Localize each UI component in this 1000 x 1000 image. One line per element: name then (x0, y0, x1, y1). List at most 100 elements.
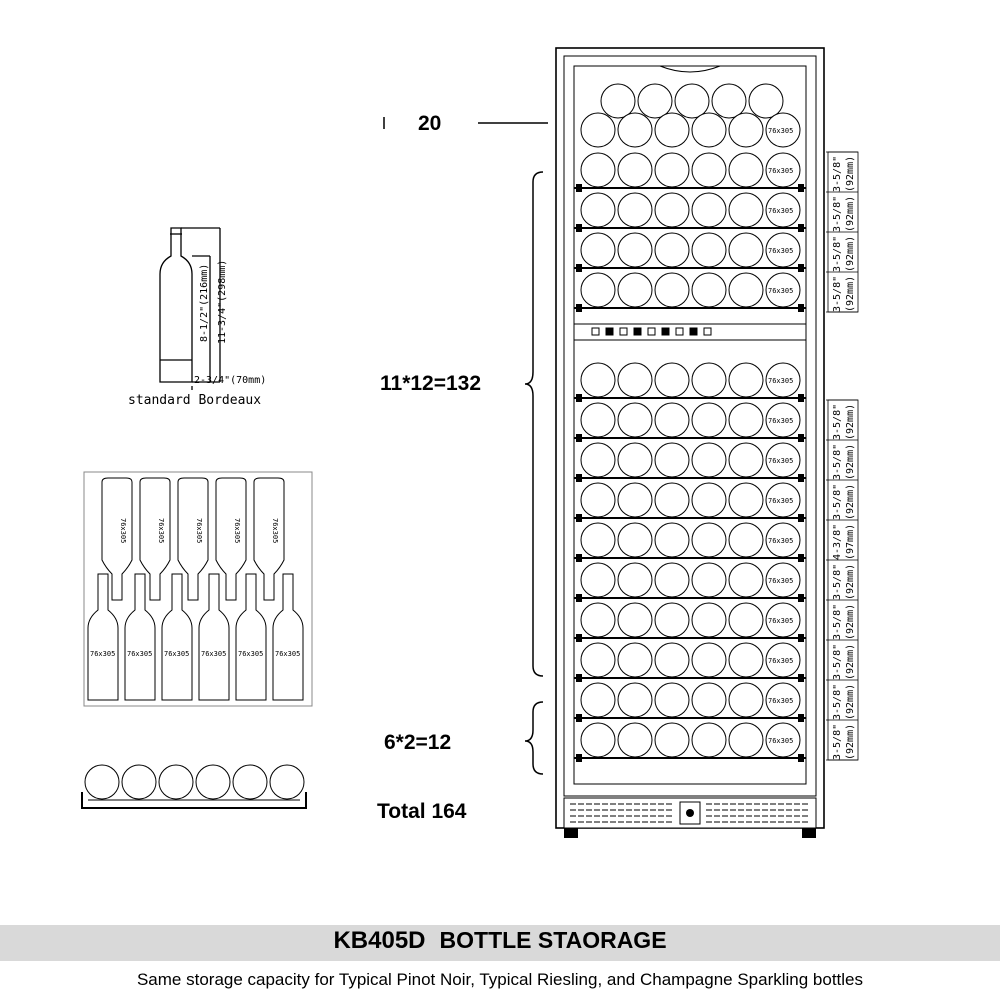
footer-band (0, 925, 1000, 961)
shelf-tag: 76x305 (233, 518, 241, 543)
shelf-row-1: 76x305 (580, 152, 801, 188)
bottle-end (654, 192, 690, 228)
bottle-end (691, 442, 727, 478)
shelf-clip-left (576, 184, 582, 192)
bottle-end (728, 112, 764, 148)
bottle-end (617, 602, 653, 638)
shelf-tag: 76x305 (90, 650, 115, 658)
spacing-frame (827, 151, 859, 313)
top-light (659, 65, 721, 73)
bottle-end (691, 682, 727, 718)
shelf-tag: 76x305 (768, 657, 793, 665)
shelf-tray (81, 792, 307, 809)
shelf-row-6: 76x305 (580, 402, 801, 438)
bottle-end (728, 192, 764, 228)
bottle-end (654, 442, 690, 478)
spacing-inch: 3-5/8" (832, 276, 843, 312)
bottle-end (580, 482, 616, 518)
bottle-end (691, 482, 727, 518)
shelf-tag: 76x305 (768, 287, 793, 295)
top-count-label: 20 (418, 112, 442, 135)
shelf-tag: 76x305 (271, 518, 279, 543)
shelf-clip-left (576, 754, 582, 762)
shelf-row-9: 76x305 (580, 522, 801, 558)
spacing-inch: 3-5/8" (832, 236, 843, 272)
shelf-tag: 76x305 (195, 518, 203, 543)
bottle-end (691, 362, 727, 398)
lower-bottle: 76x305 (198, 573, 230, 701)
bottle-end (580, 562, 616, 598)
bottle-end (728, 442, 764, 478)
spacing-mm: (92mm) (845, 444, 856, 480)
bottle-end (691, 232, 727, 268)
bottle-end (728, 402, 764, 438)
spacing-mm: (92mm) (845, 724, 856, 760)
shelf-row-7: 76x305 (580, 442, 801, 478)
bottle-end (580, 272, 616, 308)
shelf-tag: 76x305 (768, 737, 793, 745)
control-button-icon (647, 327, 656, 336)
shelf-tag: 76x305 (768, 497, 793, 505)
shelf-row-5: 76x305 (580, 362, 801, 398)
bottle-end (617, 192, 653, 228)
middle-brace (524, 171, 544, 677)
bottle-end (617, 442, 653, 478)
shelf-clip-right (798, 184, 804, 192)
bottle-outline (139, 477, 171, 601)
spacing-mm: (92mm) (845, 484, 856, 520)
shelf-tag: 76x305 (768, 537, 793, 545)
shelf-row-4: 76x305 (580, 272, 801, 308)
bottle-width: 2-3/4"(70mm) (194, 375, 266, 386)
bottle-end (691, 192, 727, 228)
bottle-end (158, 764, 194, 800)
spacing-inch: 3-5/8" (832, 604, 843, 640)
shelf-row-3: 76x305 (580, 232, 801, 268)
shelf-tag: 76x305 (768, 457, 793, 465)
shelf-tag: 76x305 (127, 650, 152, 658)
bottle-end (728, 152, 764, 188)
bottle-end (654, 602, 690, 638)
spacing-inch: 3-5/8" (832, 484, 843, 520)
stack-frame (83, 471, 313, 707)
storage-title: BOTTLE STAORAGE (439, 927, 667, 953)
bottle-end (728, 602, 764, 638)
shelf-clip-right (798, 394, 804, 402)
bottle-end (654, 522, 690, 558)
bottle-end (728, 232, 764, 268)
control-button-icon (703, 327, 712, 336)
bottle-end (654, 402, 690, 438)
shelf-row-13: 76x305 (580, 682, 801, 718)
shelf-tag: 76x305 (119, 518, 127, 543)
upper-bottle: 76x305 (101, 477, 133, 601)
bottom-count-label: 6*2=12 (384, 731, 452, 754)
bottle-end (711, 83, 747, 119)
control-button-icon (689, 327, 698, 336)
shelf-tag: 76x305 (768, 617, 793, 625)
bottle-end (654, 642, 690, 678)
bottle-end (728, 682, 764, 718)
upper-bottle: 76x305 (139, 477, 171, 601)
shelf-row-12: 76x305 (580, 642, 801, 678)
bottle-end (654, 362, 690, 398)
bottle-end (691, 152, 727, 188)
lower-bottle: 76x305 (87, 573, 119, 701)
bottle-height-2: 11-3/4"(298mm) (217, 260, 228, 344)
bottle-end (617, 112, 653, 148)
spacing-inch: 4-3/8" (832, 524, 843, 560)
shelf-clip-right (798, 514, 804, 522)
control-button-icon (605, 327, 614, 336)
spacing-inch: 3-5/8" (832, 404, 843, 440)
bottle-end (617, 562, 653, 598)
shelf-clip-right (798, 554, 804, 562)
bottle-end (580, 522, 616, 558)
bottle-end (728, 562, 764, 598)
bottle-end (728, 362, 764, 398)
spacing-inch: 3-5/8" (832, 156, 843, 192)
shelf-tag: 76x305 (164, 650, 189, 658)
single-shelf-diagram (81, 764, 307, 809)
bottle-outline (124, 573, 156, 701)
control-button-icon (591, 327, 600, 336)
bottle-end (654, 272, 690, 308)
